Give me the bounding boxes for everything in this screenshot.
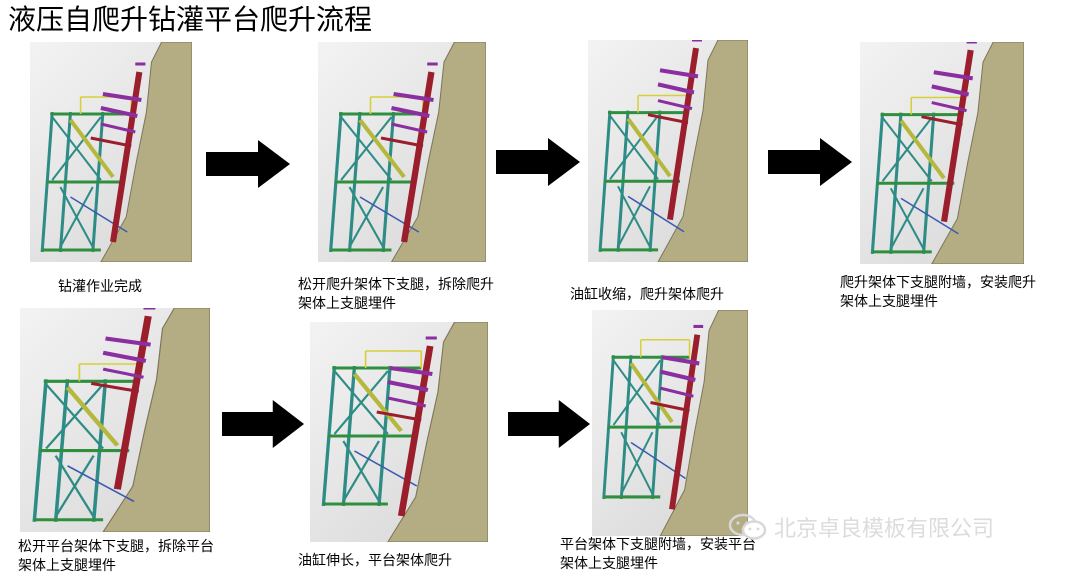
flow-arrow-4	[222, 400, 304, 448]
step-6-illustration	[310, 322, 488, 542]
watermark: 北京卓良模板有限公司	[728, 510, 994, 544]
rock-wall	[100, 42, 192, 262]
caption-line: 架体上支腿埋件	[18, 558, 116, 574]
step-5-illustration	[20, 308, 210, 532]
wechat-icon	[728, 512, 768, 542]
step-3-illustration	[588, 40, 748, 262]
step-2-illustration	[318, 42, 486, 262]
flow-arrow-3	[768, 138, 852, 186]
rock-wall	[387, 322, 488, 542]
caption-line: 架体上支腿埋件	[560, 556, 658, 572]
step-7-caption: 平台架体下支腿附墙，安装平台 架体上支腿埋件	[560, 536, 756, 574]
caption-line: 钻灌作业完成	[58, 279, 142, 295]
step-3-caption: 油缸收缩，爬升架体爬升	[570, 286, 724, 305]
step-1-caption: 钻灌作业完成	[58, 278, 142, 297]
caption-line: 油缸收缩，爬升架体爬升	[570, 287, 724, 303]
rock-wall	[102, 308, 210, 532]
step-2-caption: 松开爬升架体下支腿，拆除爬升 架体上支腿埋件	[298, 276, 494, 314]
step-7-illustration	[592, 310, 748, 536]
flow-arrow-5	[508, 400, 590, 448]
rock-wall	[931, 42, 1024, 264]
step-1-illustration	[30, 42, 192, 262]
caption-line: 架体上支腿埋件	[298, 296, 396, 312]
step-4-caption: 爬升架体下支腿附墙，安装爬升 架体上支腿埋件	[840, 274, 1036, 312]
flow-arrow-2	[496, 138, 580, 186]
caption-line: 油缸伸长，平台架体爬升	[298, 553, 452, 569]
caption-line: 爬升架体下支腿附墙，安装爬升	[840, 275, 1036, 291]
caption-line: 平台架体下支腿附墙，安装平台	[560, 537, 756, 553]
flow-arrow-1	[206, 140, 290, 188]
rock-wall	[659, 310, 748, 536]
step-6-caption: 油缸伸长，平台架体爬升	[298, 552, 452, 571]
step-4-illustration	[860, 42, 1024, 264]
caption-line: 松开平台架体下支腿，拆除平台	[18, 539, 214, 555]
page-title: 液压自爬升钻灌平台爬升流程	[8, 3, 373, 36]
caption-line: 架体上支腿埋件	[840, 294, 938, 310]
step-5-caption: 松开平台架体下支腿，拆除平台 架体上支腿埋件	[18, 538, 214, 576]
caption-line: 松开爬升架体下支腿，拆除爬升	[298, 277, 494, 293]
rock-wall	[657, 40, 748, 262]
watermark-text: 北京卓良模板有限公司	[774, 517, 995, 542]
rock-wall	[390, 42, 486, 262]
